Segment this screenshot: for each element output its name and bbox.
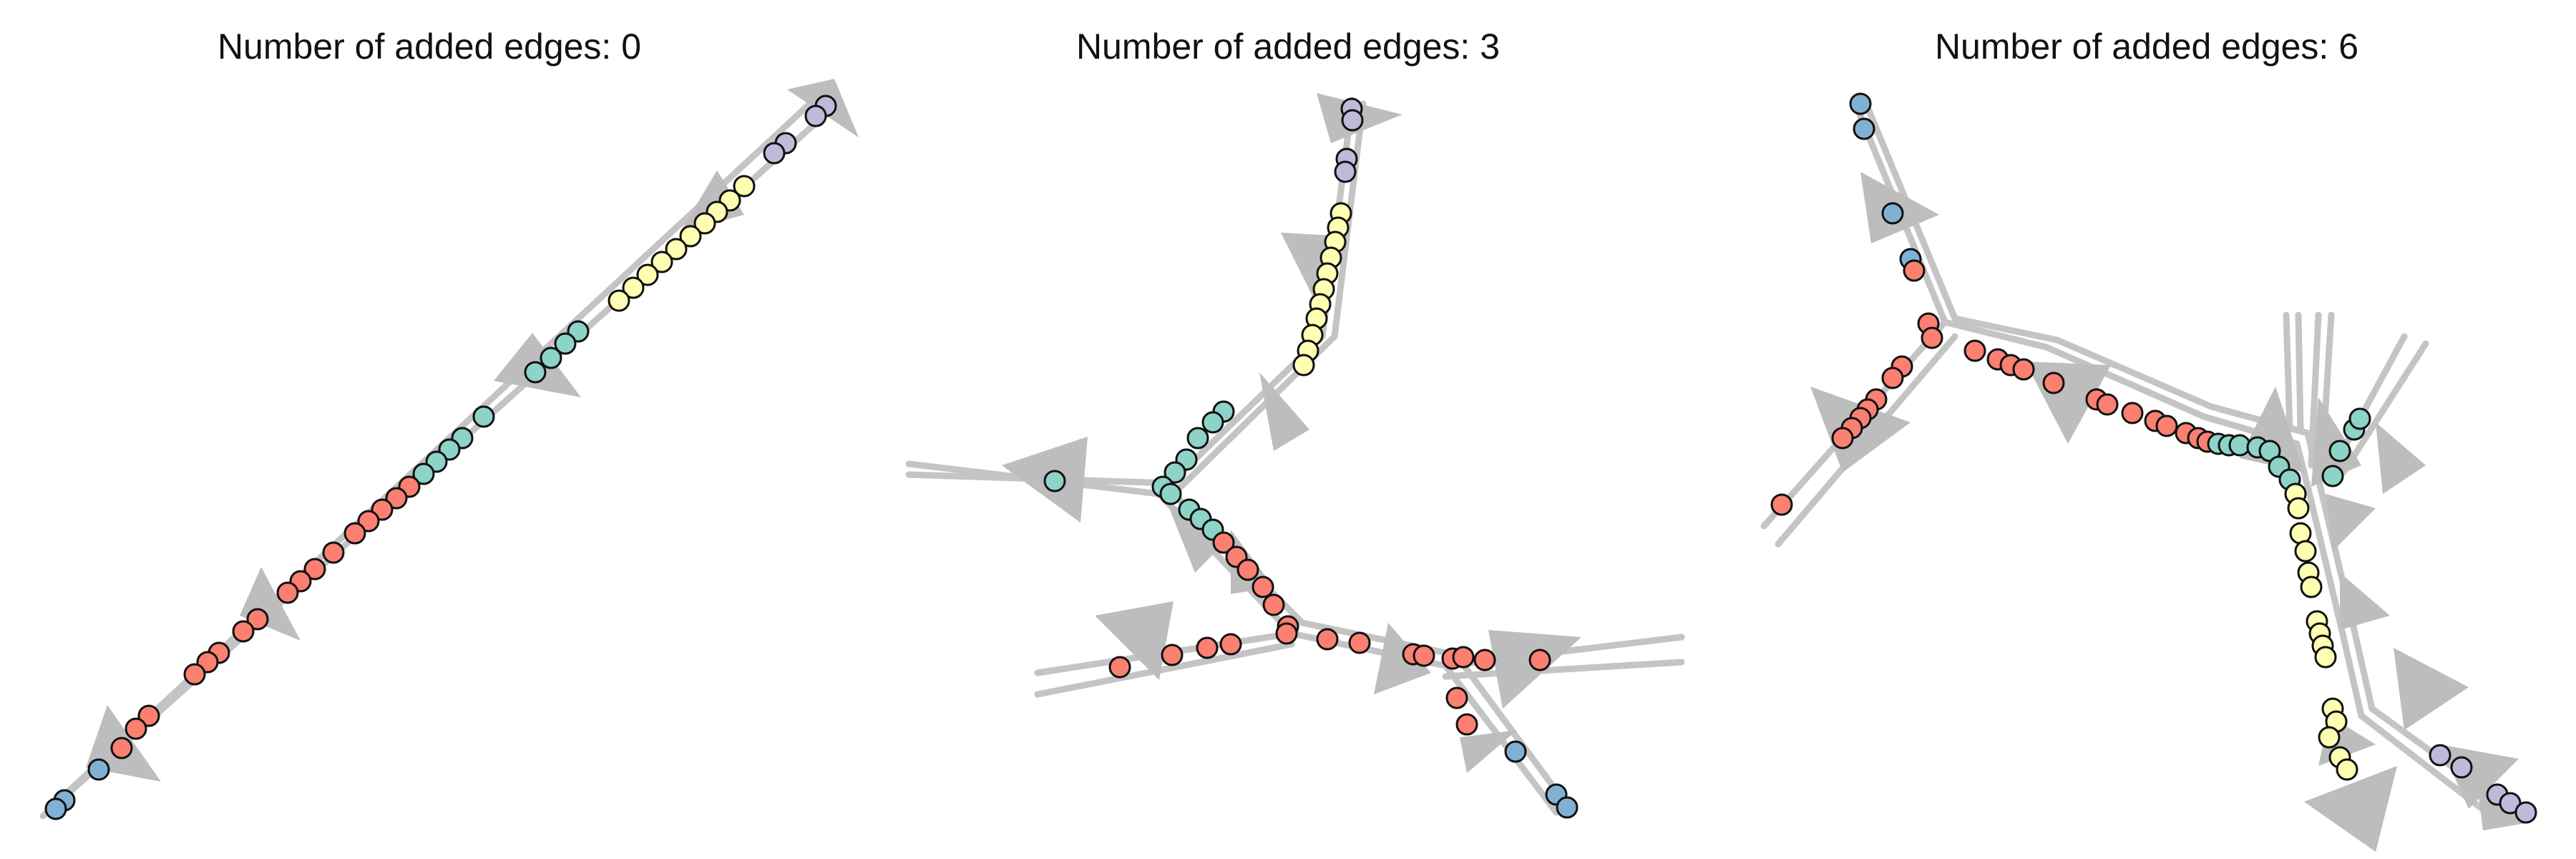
cells	[1043, 97, 1579, 819]
trajectory-graph-6	[1760, 92, 2537, 852]
panel-title: Number of added edges: 6	[1934, 26, 2359, 67]
cells	[44, 94, 837, 820]
edges	[905, 97, 1685, 816]
cells	[1770, 92, 2537, 824]
panel-6-edges: Number of added edges: 6	[1717, 0, 2576, 859]
edges	[1760, 104, 2519, 827]
panel-title: Number of added edges: 3	[1075, 26, 1501, 67]
panel-3-edges: Number of added edges: 3	[859, 0, 1717, 859]
panel-0-edges: Number of added edges: 0	[0, 0, 859, 859]
trajectory-graph-0	[39, 79, 859, 820]
panel-title: Number of added edges: 0	[217, 26, 642, 67]
trajectory-graph-3	[905, 93, 1685, 819]
